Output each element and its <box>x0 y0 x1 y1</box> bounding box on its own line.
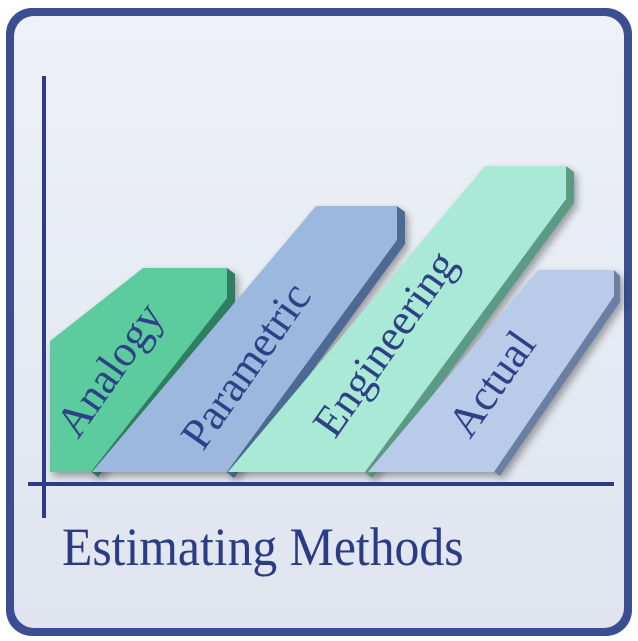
step-parametric-shape <box>92 206 397 472</box>
step-engineering-shape <box>228 166 566 472</box>
step-analogy-shape <box>50 268 227 472</box>
diagram-title: Estimating Methods <box>62 517 464 577</box>
vertical-axis <box>42 76 46 518</box>
horizontal-axis <box>28 482 614 486</box>
step-actual-shape <box>368 270 614 472</box>
